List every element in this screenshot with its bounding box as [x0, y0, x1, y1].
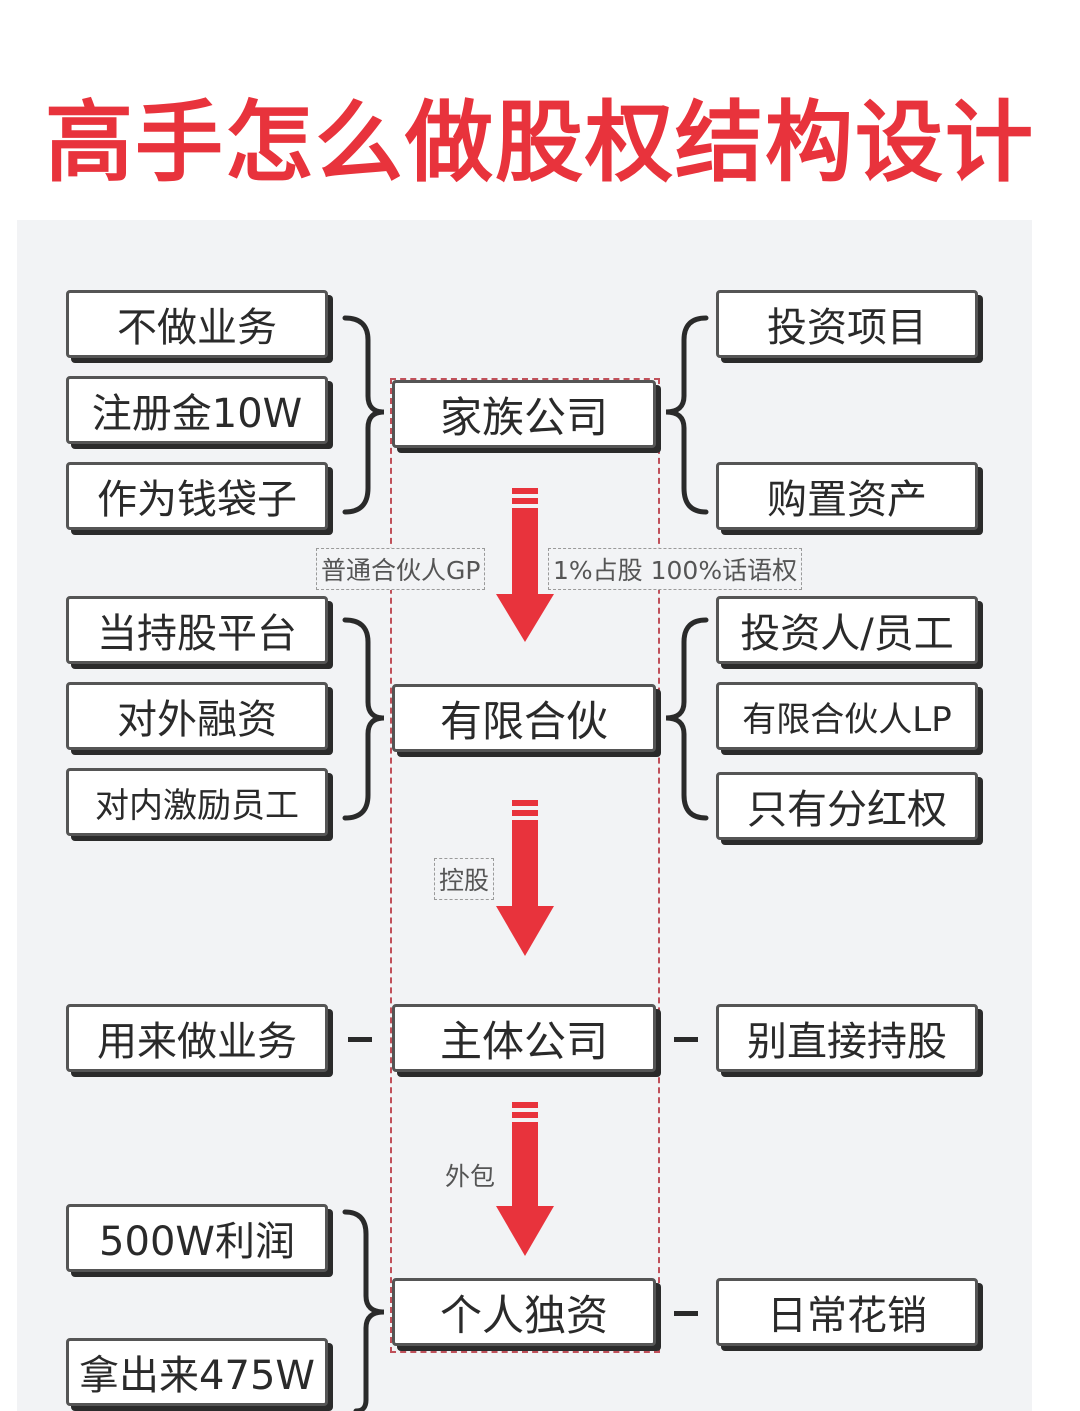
node-limited-partnership: 有限合伙 [392, 684, 656, 752]
down-arrow-icon [496, 800, 554, 956]
personal-left-item-1: 500W利润 [66, 1204, 328, 1272]
outsourcing-note: 外包 [440, 1154, 501, 1196]
lp-right-item-1: 投资人/员工 [716, 596, 978, 664]
lp-left-item-3: 对内激励员工 [66, 768, 328, 836]
node-main-company: 主体公司 [392, 1004, 656, 1072]
lp-left-item-1: 当持股平台 [66, 596, 328, 664]
holding-note: 控股 [434, 858, 495, 900]
bracket-left-icon [342, 315, 385, 515]
family-right-item-2: 购置资产 [716, 462, 978, 530]
main-right-item: 别直接持股 [716, 1004, 978, 1072]
lp-right-item-2: 有限合伙人LP [716, 682, 978, 750]
down-arrow-icon [496, 488, 554, 642]
node-family-company: 家族公司 [392, 380, 656, 448]
personal-left-item-2: 拿出来475W [66, 1338, 328, 1406]
page-title: 高手怎么做股权结构设计 [44, 91, 1035, 194]
connector-dash [348, 1037, 372, 1042]
node-sole-proprietorship: 个人独资 [392, 1278, 656, 1346]
connector-dash [674, 1311, 698, 1316]
family-right-item-1: 投资项目 [716, 290, 978, 358]
main-left-item: 用来做业务 [66, 1004, 328, 1072]
gp-note: 普通合伙人GP [316, 548, 486, 590]
central-dashed-frame [390, 378, 660, 1353]
family-left-item-2: 注册金10W [66, 376, 328, 444]
connector-dash [674, 1037, 698, 1042]
family-left-item-1: 不做业务 [66, 290, 328, 358]
bracket-left-icon [342, 617, 385, 821]
family-left-item-3: 作为钱袋子 [66, 462, 328, 530]
bracket-right-icon [665, 315, 709, 515]
lp-right-item-3: 只有分红权 [716, 772, 978, 840]
control-note: 1%占股 100%话语权 [548, 548, 803, 590]
lp-left-item-2: 对外融资 [66, 682, 328, 750]
bracket-right-icon [665, 617, 709, 821]
bracket-left-icon [342, 1209, 385, 1411]
personal-right-item: 日常花销 [716, 1278, 978, 1346]
down-arrow-icon [496, 1102, 554, 1256]
